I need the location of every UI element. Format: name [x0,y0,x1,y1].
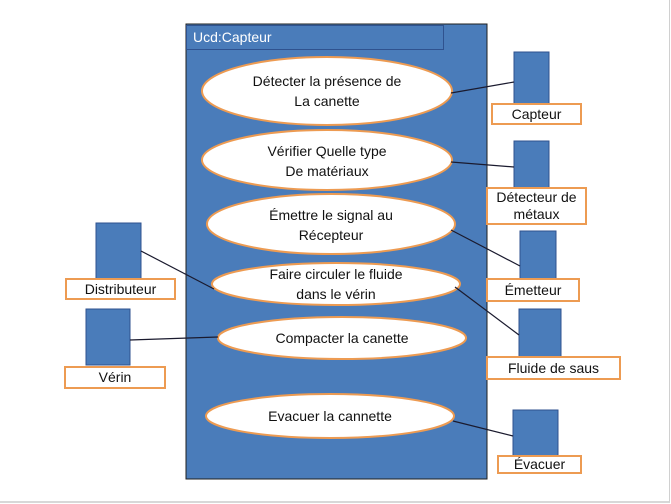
association-line-emetteur [450,229,521,267]
use-case-emettre-signal[interactable] [206,193,456,255]
actor-label-verin: Vérin [64,366,166,389]
actor-label-evacuer: Évacuer [497,455,582,474]
use-case-faire-circuler[interactable] [211,262,461,306]
use-case-ellipses [201,56,467,439]
actor-block-fluide-de-saus[interactable] [518,308,562,358]
use-case-compacter[interactable] [217,316,467,360]
actor-label-detecteur-de-metaux: Détecteur de métaux [486,187,587,225]
actor-label-emetteur: Émetteur [486,278,580,302]
association-line-verin [129,336,219,341]
association-line-evacuer [452,420,514,437]
use-case-text: Détecter la présence de La canette [252,73,402,109]
use-case-detecter-presence[interactable] [201,56,453,126]
use-case-verifier-type[interactable] [201,129,453,191]
actor-block-distributeur[interactable] [95,222,142,280]
association-line-detecteur [450,161,515,168]
actor-block-verin[interactable] [85,308,131,366]
actor-block-capteur[interactable] [513,51,550,105]
use-case-text: Faire circuler le fluide dans le vérin [269,266,403,302]
system-title: Ucd:Capteur [186,25,444,50]
use-case-text: Vérifier Quelle type De matériaux [267,143,387,179]
association-line-capteur [450,81,515,94]
use-case-text: Émettre le signal au Récepteur [269,207,393,243]
actor-block-detecteur-de-metaux[interactable] [513,140,550,190]
use-case-text: Compacter la canette [275,330,409,346]
association-line-distributeur [140,250,215,290]
use-case-evacuer[interactable] [205,393,455,439]
actor-block-evacuer[interactable] [512,409,559,459]
actor-label-capteur: Capteur [491,103,582,125]
association-line-fluide [454,286,520,336]
actor-block-emetteur[interactable] [519,230,557,280]
actor-label-distributeur: Distributeur [65,278,176,300]
use-case-text: Evacuer la cannette [268,408,392,424]
actor-label-fluide-de-saus: Fluide de saus [486,356,621,380]
